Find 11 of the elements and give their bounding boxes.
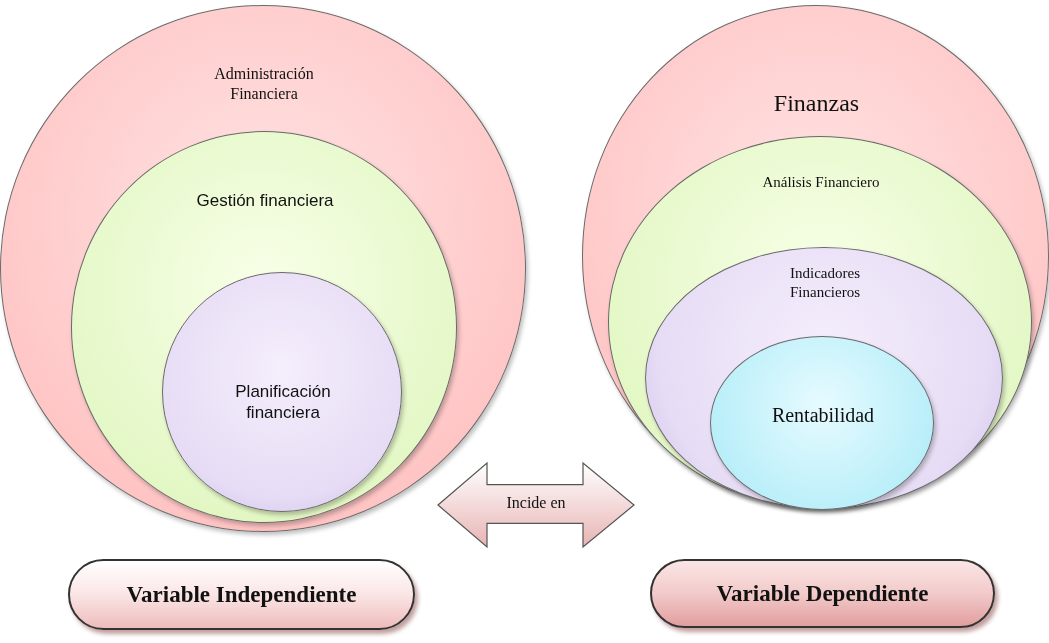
circle-label: Gestión financiera xyxy=(195,190,335,212)
circle-label: Planificación financiera xyxy=(234,381,332,424)
circle-label: Análisis Financiero xyxy=(761,173,881,192)
arrow-label: Incide en xyxy=(505,494,567,512)
variable-pill: Variable Dependiente xyxy=(650,559,995,628)
circle-label: Finanzas xyxy=(772,89,861,118)
variable-pill: Variable Independiente xyxy=(68,559,415,630)
circle-label: Indicadores Financieros xyxy=(789,264,861,302)
double-arrow xyxy=(437,462,635,548)
circle-label: Administración Financiera xyxy=(213,64,315,104)
circle-label: Rentabilidad xyxy=(770,403,876,428)
